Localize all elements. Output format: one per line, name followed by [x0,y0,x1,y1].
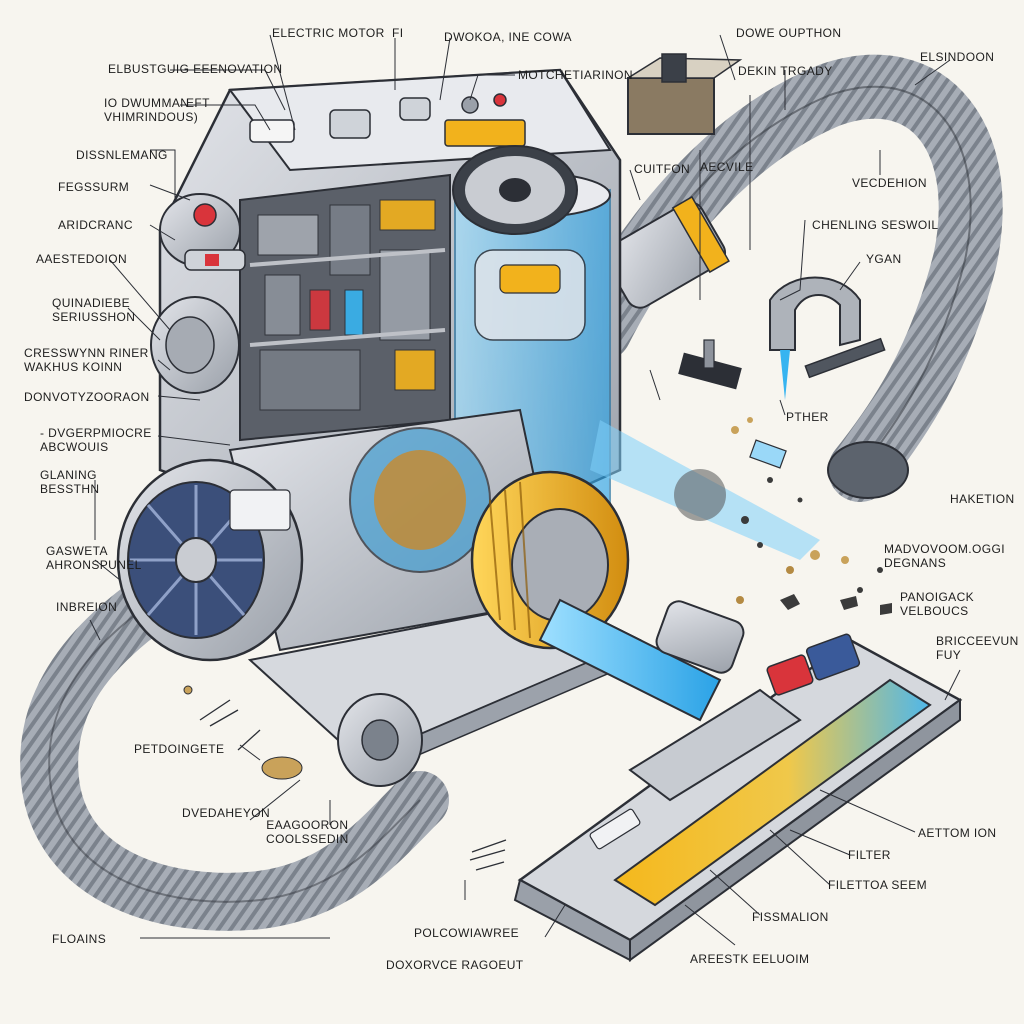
label-fissmalion: FISSMALION [752,910,829,924]
label-aettom-ion: AETTOM ION [918,826,997,840]
floor-debris [183,685,303,780]
label-petdoingete: PETDOINGETE [134,742,225,756]
label-pther: PTHER [786,410,829,424]
label-bricceevun: BRICCEEVUN FUY [936,634,1019,662]
label-chenling-seswoil: CHENLING SESWOIL [812,218,939,232]
label-dwokoa: DWOKOA, INE COWA [444,30,572,44]
label-vecdehion: VECDEHION [852,176,927,190]
small-brush-tool [678,352,742,390]
brush-strip [613,678,932,907]
label-motchetiarinon: MOTCHETIARINON [518,68,633,82]
label-aecvile: AECVILE [700,160,754,174]
label-gasweta: GASWETA AHRONSPUNEL [46,544,142,572]
crevice-tool [769,276,861,351]
label-quinadiebe: QUINADIEBE SERIUSSHON [52,296,136,324]
filter-block [627,77,715,135]
label-dekin-trgady: DEKIN TRGADY [738,64,833,78]
label-fi: FI [392,26,404,40]
label-filettoa: FILETTOA SEEM [828,878,928,892]
label-electric-motor: ELECTRIC MOTOR [272,26,385,40]
label-polcowiawree: POLCOWIAWREE [414,926,520,940]
label-haketion: HAKETION [950,492,1015,506]
label-elbustguig: ELBUSTGUIG EEENOVATION [108,62,283,76]
debris-cloud [674,417,892,615]
label-cresswynn: CRESSWYNN RINER WAKHUS KOINN [24,346,149,374]
label-dissnlemang: DISSNLEMANG [76,148,168,162]
label-elsindoon: ELSINDOON [920,50,995,64]
label-madvovoom: MADVOVOOM.OGGI DEGNANS [884,542,1005,570]
label-dvedaheyon: DVEDAHEYON [182,806,271,820]
label-glaning: GLANING BESSTHN [40,468,100,496]
front-hose [20,541,449,931]
label-dowe-oupthon: DOWE OUPTHON [736,26,842,40]
label-ygan: YGAN [866,252,902,266]
label-floains: FLOAINS [52,932,107,946]
label-dvgerpmiocre: - DVGERPMIOCRE ABCWOUIS [40,426,152,454]
label-aridcranc: ARIDCRANC [58,218,133,232]
label-eaagooron: EAAGOORON COOLSSEDIN [266,818,349,846]
label-fegssurm: FEGSSURM [58,180,130,194]
label-filter: FILTER [848,848,891,862]
label-donvotyzooraon: DONVOTYZOORAON [24,390,150,404]
label-panoigack: PANOIGACK VELBOUCS [900,590,975,618]
label-doxorvce: DOXORVCE RAGOEUT [386,958,524,972]
label-inbreion: INBREION [56,600,118,614]
label-areestk: AREESTK EELUOIM [690,952,810,966]
leader-lines [89,34,961,946]
label-cuitfon: CUITFON [634,162,691,176]
label-iodwumman: IO DWUMMAN VHIMRINDOUS) [104,96,199,124]
label-eft: EFT [186,96,210,110]
label-aaestedoion: AAESTEDOION [36,252,128,266]
